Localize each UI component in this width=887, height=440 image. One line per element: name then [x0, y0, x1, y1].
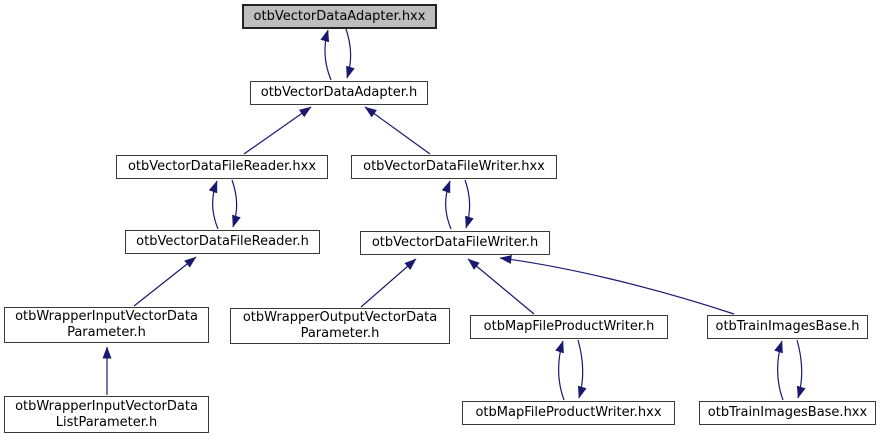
edge-mapfile-hxx-to-mapfile-h: [555, 340, 565, 401]
edge-adapter-hxx-to-adapter-h: [345, 28, 355, 79]
node-otb-wrapper-input-vector-data-parameter-h[interactable]: otbWrapperInputVectorData Parameter.h: [4, 307, 209, 343]
edge-writer-h-to-writer-hxx: [441, 180, 452, 230]
node-otb-map-file-product-writer-hxx[interactable]: otbMapFileProductWriter.hxx: [462, 401, 675, 425]
node-otb-train-images-base-h[interactable]: otbTrainImagesBase.h: [707, 315, 868, 339]
edge-writer-hxx-to-adapter-h: [364, 106, 431, 155]
node-otb-map-file-product-writer-h[interactable]: otbMapFileProductWriter.h: [470, 315, 668, 339]
edge-reader-hxx-to-adapter-h: [243, 106, 312, 155]
edge-trainimages-h-to-trainimages-hxx: [796, 339, 806, 399]
node-otb-vector-data-file-writer-h[interactable]: otbVectorDataFileWriter.h: [360, 231, 550, 255]
node-otb-wrapper-input-vector-data-list-parameter-h[interactable]: otbWrapperInputVectorData ListParameter.…: [4, 396, 209, 433]
edge-input-param-to-reader-h: [133, 256, 197, 307]
node-otb-vector-data-file-writer-hxx[interactable]: otbVectorDataFileWriter.hxx: [351, 155, 557, 179]
edge-reader-hxx-to-reader-h: [231, 179, 241, 228]
edge-output-param-to-writer-h: [360, 258, 417, 308]
node-otb-wrapper-output-vector-data-parameter-h[interactable]: otbWrapperOutputVectorData Parameter.h: [230, 308, 450, 344]
node-otb-vector-data-file-reader-h[interactable]: otbVectorDataFileReader.h: [125, 230, 320, 254]
node-otb-vector-data-adapter-hxx: otbVectorDataAdapter.hxx: [242, 4, 437, 29]
edge-writer-hxx-to-writer-h: [464, 179, 474, 229]
edge-mapfile-h-to-mapfile-hxx: [577, 339, 587, 399]
edge-adapter-h-to-adapter-hxx: [320, 29, 332, 81]
node-otb-vector-data-file-reader-hxx[interactable]: otbVectorDataFileReader.hxx: [116, 155, 328, 179]
edge-trainimages-hxx-to-trainimages-h: [774, 340, 784, 401]
edge-reader-h-to-reader-hxx: [208, 180, 219, 230]
node-otb-train-images-base-hxx[interactable]: otbTrainImagesBase.hxx: [699, 401, 876, 425]
edge-trainimages-h-to-writer-h: [499, 255, 735, 315]
node-otb-vector-data-adapter-h[interactable]: otbVectorDataAdapter.h: [250, 81, 428, 105]
edge-mapfile-h-to-writer-h: [467, 258, 535, 315]
